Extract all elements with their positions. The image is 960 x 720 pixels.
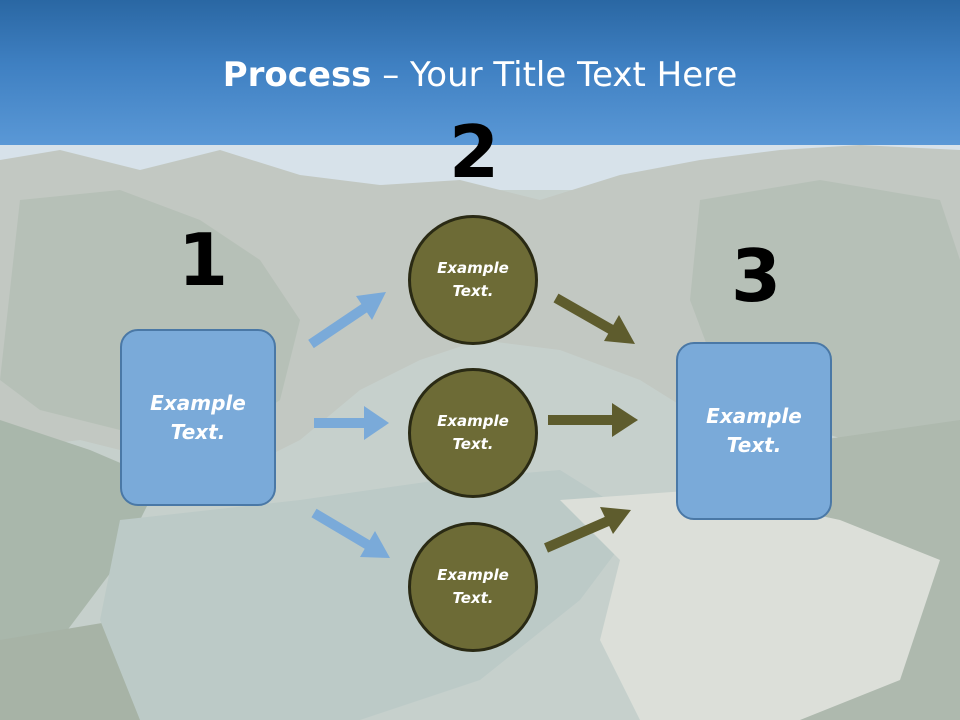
left-text-box[interactable]: Example Text.: [120, 329, 276, 506]
step-number-3: 3: [731, 234, 782, 318]
title-bar: [0, 0, 960, 145]
right-text-box[interactable]: Example Text.: [676, 342, 832, 520]
left-box-text: Example Text.: [150, 390, 246, 444]
arrow-left-middle: [314, 406, 389, 440]
right-box-text: Example Text.: [706, 404, 802, 457]
step-number-1: 1: [178, 218, 229, 302]
circle-top[interactable]: Example Text.: [408, 215, 538, 345]
title-bold: Process: [222, 55, 372, 95]
title-rest: – Your Title Text Here: [371, 55, 738, 95]
circle-bottom[interactable]: Example Text.: [408, 522, 538, 652]
arrow-right-up: [544, 507, 631, 553]
arrow-left-down: [311, 508, 390, 558]
slide-title: Process – Your Title Text Here: [0, 55, 960, 95]
circle-bottom-text: Example Text.: [437, 566, 509, 607]
arrow-left-up: [308, 292, 386, 349]
step-number-2: 2: [449, 110, 500, 194]
arrow-right-down: [553, 293, 635, 344]
circle-middle[interactable]: Example Text.: [408, 368, 538, 498]
arrow-right-middle: [548, 403, 638, 437]
circle-top-text: Example Text.: [437, 259, 509, 300]
circle-middle-text: Example Text.: [437, 412, 509, 453]
